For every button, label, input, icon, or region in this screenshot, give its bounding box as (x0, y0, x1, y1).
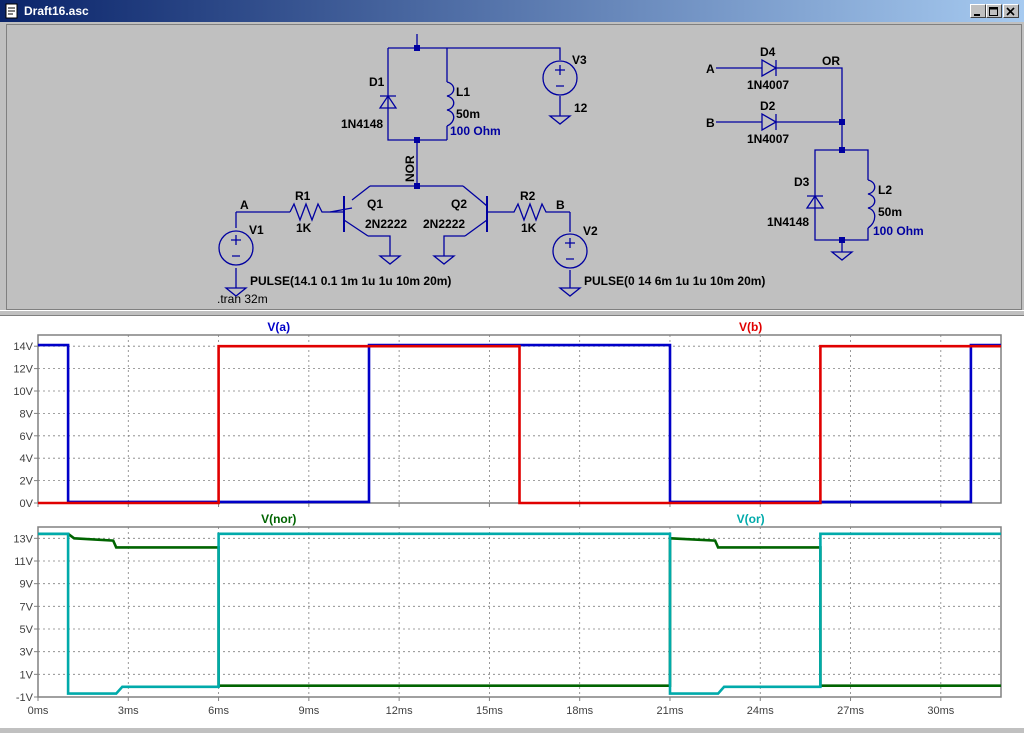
d1-label[interactable]: D1 (369, 75, 385, 89)
ground-symbols (224, 115, 854, 297)
r2-label[interactable]: R2 (520, 189, 536, 203)
x-tick-label: 30ms (927, 705, 954, 717)
x-tick-label: 3ms (118, 705, 139, 717)
y-tick-label: 1V (20, 669, 34, 681)
l1-label[interactable]: L1 (456, 85, 470, 99)
v3-label[interactable]: V3 (572, 53, 587, 67)
l2-resistance[interactable]: 100 Ohm (873, 224, 924, 238)
close-icon (1006, 7, 1015, 16)
or-input-a-label[interactable]: A (706, 62, 715, 76)
x-tick-label: 0ms (28, 705, 49, 717)
q1-part[interactable]: 2N2222 (365, 217, 407, 231)
d4-part[interactable]: 1N4007 (747, 78, 789, 92)
d4-label[interactable]: D4 (760, 45, 776, 59)
trace-vnor[interactable] (38, 532, 1001, 687)
trace-label[interactable]: V(b) (739, 320, 762, 334)
y-tick-label: 7V (20, 601, 34, 613)
plot-frame (37, 526, 1002, 698)
or-input-b-label[interactable]: B (706, 116, 715, 130)
y-tick-label: 6V (20, 431, 34, 443)
plot-pane-1[interactable]: 0V 2V 4V 6V 8V 10V 12V 14V V(a) V(b) (13, 320, 1002, 510)
l2-label[interactable]: L2 (878, 183, 892, 197)
y-tick-label: 3V (20, 647, 34, 659)
inductor-icons (446, 81, 876, 229)
q2-label[interactable]: Q2 (451, 197, 467, 211)
r1-label[interactable]: R1 (295, 189, 311, 203)
v2-value[interactable]: PULSE(0 14 6m 1u 1u 10m 20m) (584, 274, 765, 288)
y-tick-label: -1V (16, 692, 34, 704)
d1-part[interactable]: 1N4148 (341, 117, 383, 131)
v1-value[interactable]: PULSE(14.1 0.1 1m 1u 1u 10m 20m) (250, 274, 451, 288)
x-tick-label: 6ms (208, 705, 229, 717)
l1-resistance[interactable]: 100 Ohm (450, 124, 501, 138)
document-icon (5, 3, 18, 19)
y-tick-label: 10V (13, 386, 33, 398)
y-tick-label: 9V (20, 579, 34, 591)
d2-label[interactable]: D2 (760, 99, 776, 113)
trace-vor[interactable] (38, 532, 1001, 695)
schematic-drawing[interactable]: V3 12 D1 1N4148 L1 50m 100 Ohm NOR Q1 2N… (0, 0, 1024, 312)
x-tick-label: 15ms (476, 705, 503, 717)
close-button[interactable] (1003, 4, 1019, 18)
q1-label[interactable]: Q1 (367, 197, 383, 211)
y-tick-label: 14V (13, 341, 33, 353)
x-tick-label: 18ms (566, 705, 593, 717)
trace-label[interactable]: V(a) (267, 320, 290, 334)
tran-directive[interactable]: .tran 32m (217, 292, 268, 306)
v2-label[interactable]: V2 (583, 224, 598, 238)
schematic-wires (235, 34, 869, 288)
window-title: Draft16.asc (24, 4, 89, 18)
d2-part[interactable]: 1N4007 (747, 132, 789, 146)
x-tick-label: 24ms (747, 705, 774, 717)
trace-label[interactable]: V(nor) (261, 512, 296, 526)
y-tick-label: 5V (20, 624, 34, 636)
x-tick-label: 21ms (657, 705, 684, 717)
transistor-icons (343, 196, 488, 232)
schematic-editor[interactable] (6, 24, 1022, 310)
l1-inductance[interactable]: 50m (456, 107, 480, 121)
v3-value[interactable]: 12 (574, 101, 588, 115)
y-tick-label: 2V (20, 476, 34, 488)
nor-net-label[interactable]: NOR (403, 155, 417, 182)
waveform-viewer[interactable]: 0V 2V 4V 6V 8V 10V 12V 14V V(a) V(b) -1V 1V 3V 5V 7V 9V… (0, 316, 1024, 728)
r1-value[interactable]: 1K (296, 221, 312, 235)
plot-pane-2[interactable]: -1V 1V 3V 5V 7V 9V 11V 13V 0ms 3ms 6ms 9ms 12ms 15ms 1… (13, 512, 1002, 717)
y-tick-label: 13V (13, 533, 33, 545)
y-tick-label: 12V (13, 364, 33, 376)
r2-value[interactable]: 1K (521, 221, 537, 235)
y-tick-label: 4V (20, 453, 34, 465)
maximize-button[interactable] (986, 4, 1002, 18)
y-tick-label: 0V (20, 498, 34, 510)
voltage-source-icons (218, 60, 588, 269)
trace-label[interactable]: V(or) (737, 512, 765, 526)
y-tick-label: 8V (20, 408, 34, 420)
d3-label[interactable]: D3 (794, 175, 810, 189)
minimize-icon (974, 14, 980, 16)
title-bar[interactable]: Draft16.asc (0, 0, 1024, 22)
net-a-label[interactable]: A (240, 198, 249, 212)
d3-part[interactable]: 1N4148 (767, 215, 809, 229)
v1-label[interactable]: V1 (249, 223, 264, 237)
pane-splitter[interactable] (0, 310, 1024, 316)
waveform-plots[interactable]: 0V 2V 4V 6V 8V 10V 12V 14V V(a) V(b) -1V 1V 3V 5V 7V 9V… (0, 316, 1024, 728)
x-tick-label: 27ms (837, 705, 864, 717)
minimize-button[interactable] (970, 4, 986, 18)
trace-vb[interactable] (38, 344, 1001, 505)
maximize-icon (989, 7, 998, 16)
or-net-label[interactable]: OR (822, 54, 840, 68)
x-tick-label: 9ms (298, 705, 319, 717)
junction-dots (414, 45, 845, 243)
y-tick-label: 11V (14, 556, 33, 568)
net-b-label[interactable]: B (556, 198, 565, 212)
q2-part[interactable]: 2N2222 (423, 217, 465, 231)
l2-inductance[interactable]: 50m (878, 205, 902, 219)
x-tick-label: 12ms (386, 705, 413, 717)
diode-icons (378, 58, 825, 209)
